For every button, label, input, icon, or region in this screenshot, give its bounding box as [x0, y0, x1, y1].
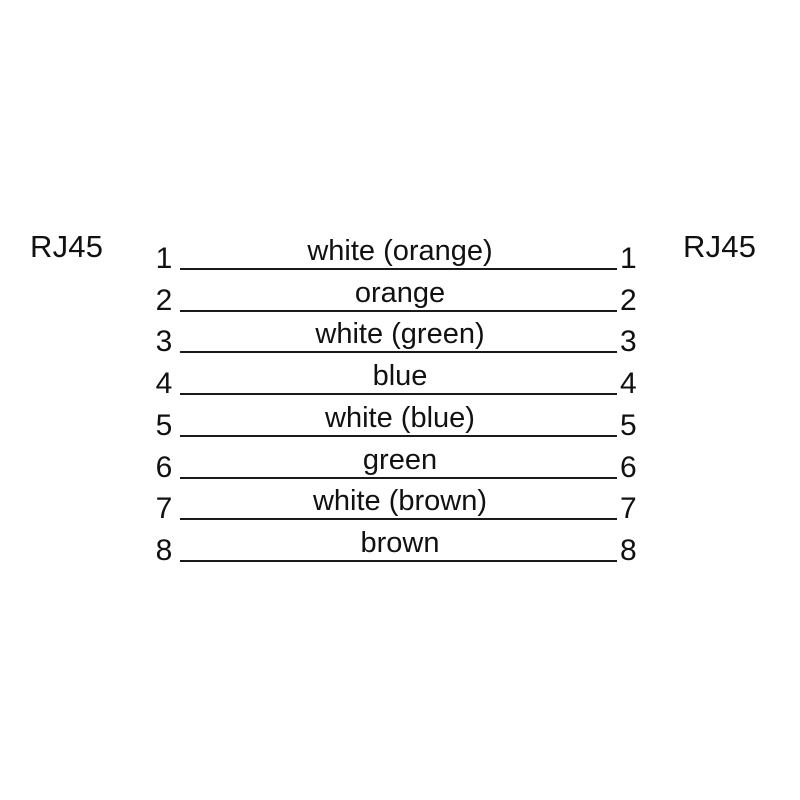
pin-number-right: 5 [620, 408, 637, 442]
pin-number-right: 6 [620, 450, 637, 484]
connector-right-label: RJ45 [683, 229, 757, 264]
wire-line [180, 268, 617, 270]
pin-number-left: 4 [155, 367, 173, 401]
wire-line [180, 393, 617, 396]
wire-line [180, 476, 617, 479]
pin-number-left: 2 [155, 283, 173, 317]
wire-label: brown [360, 526, 440, 559]
pin-number-left: 3 [155, 325, 173, 359]
pin-number-right: 7 [620, 492, 637, 526]
pin-number-right: 8 [620, 533, 637, 567]
wire-line [180, 559, 617, 562]
pin-number-right: 3 [620, 325, 637, 359]
pin-number-left: 6 [155, 450, 173, 484]
pin-number-right: 2 [620, 283, 637, 317]
pin-number-left: 5 [155, 408, 173, 442]
pin-number-left: 7 [155, 492, 173, 526]
wire-label: blue [372, 360, 428, 393]
wire-line [180, 309, 617, 312]
pin-number-left: 1 [155, 242, 173, 275]
wire-label: white (green) [315, 318, 485, 351]
wire-line [180, 351, 617, 354]
wire-label: orange [354, 276, 446, 309]
pin-number-left: 8 [155, 533, 173, 567]
wire-line [180, 434, 617, 437]
wire-label: white (blue) [325, 401, 475, 434]
wire-line [180, 518, 617, 521]
wire-label: white (orange) [307, 235, 493, 267]
wire-label: green [362, 443, 438, 476]
connector-left-label: RJ45 [30, 229, 104, 264]
pin-number-right: 1 [620, 242, 637, 275]
pin-number-right: 4 [620, 367, 637, 401]
wire-label: white (brown) [312, 485, 488, 518]
